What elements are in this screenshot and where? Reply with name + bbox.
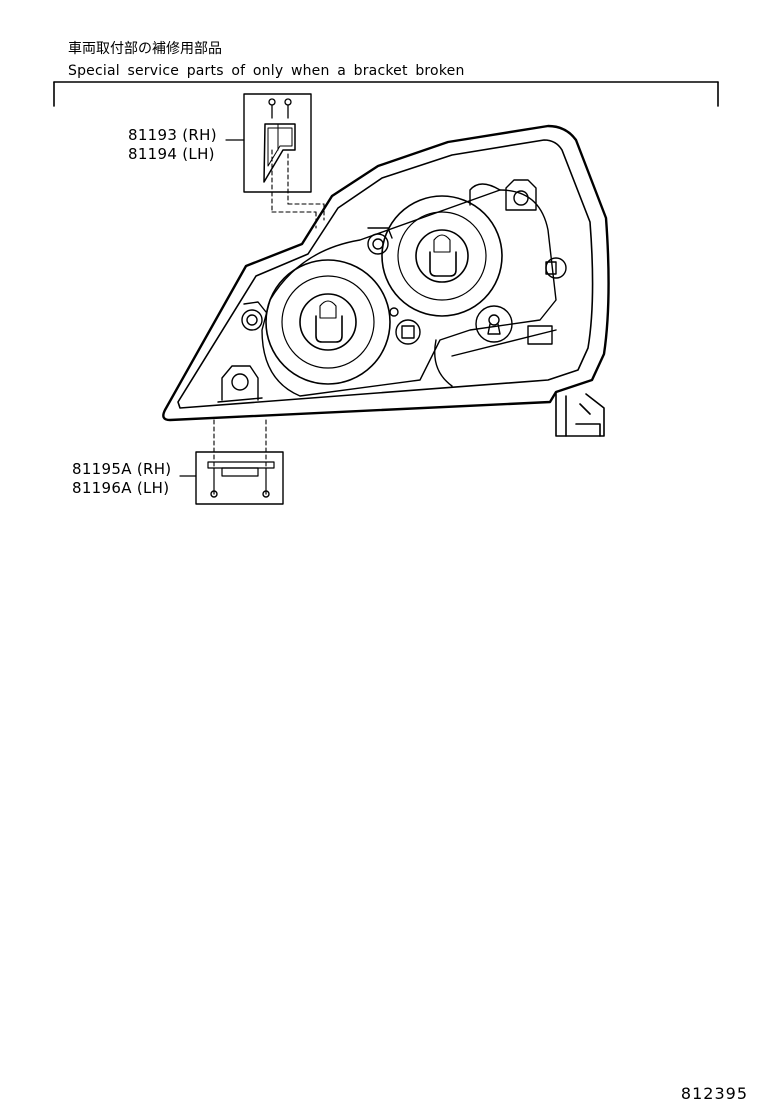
part-label-lower-rh: 81195A (RH)	[72, 460, 172, 478]
headlamp-housing	[162, 124, 610, 422]
low-beam-reflector	[265, 259, 391, 385]
lower-guide-lines	[213, 419, 267, 467]
adjuster-fittings	[217, 179, 567, 403]
right-mounting-foot	[555, 391, 605, 437]
part-label-upper-lh: 81194 (LH)	[128, 145, 215, 163]
header-separator	[53, 81, 719, 107]
english-title: Special service parts of only when a bra…	[68, 63, 465, 79]
lower-bracket-box	[179, 451, 284, 505]
high-beam-reflector	[381, 195, 503, 317]
upper-guide-lines	[271, 149, 325, 229]
diagram-code: 812395	[680, 1084, 748, 1103]
housing-interior	[261, 183, 557, 397]
part-label-upper-rh: 81193 (RH)	[128, 126, 217, 144]
japanese-title: 車両取付部の補修用部品	[68, 41, 222, 57]
part-label-lower-lh: 81196A (LH)	[72, 479, 170, 497]
upper-bracket-box	[225, 93, 312, 193]
